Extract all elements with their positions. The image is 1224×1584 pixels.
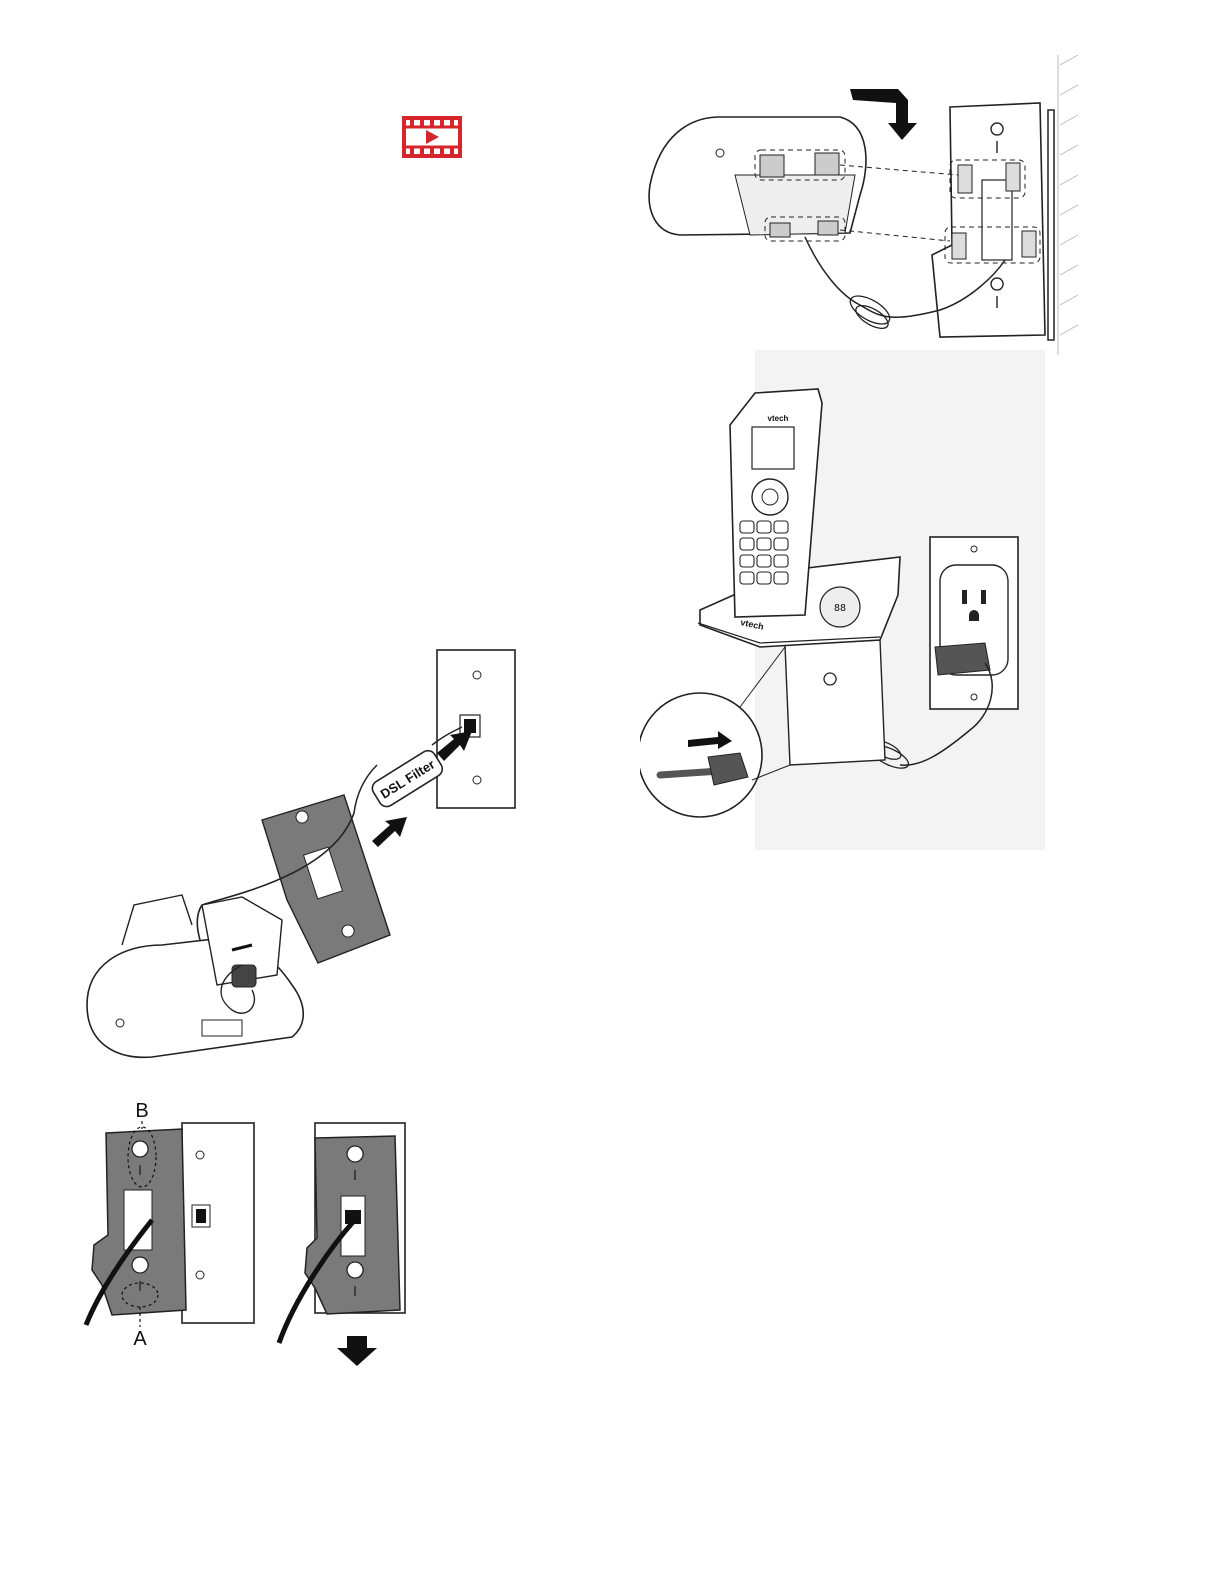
video-film-icon[interactable] xyxy=(402,116,462,158)
point-a-label: A xyxy=(133,1328,147,1350)
point-b-label: B xyxy=(135,1100,148,1122)
handset-brand-logo: vtech xyxy=(768,414,789,423)
handset-base-power-illustration: 88 vtech vtech xyxy=(640,385,1040,825)
dsl-filter-connection-illustration: DSL Filter xyxy=(82,645,522,1075)
bracket-alignment-illustration: B A xyxy=(82,1095,262,1355)
wall-mount-illustration xyxy=(640,55,1080,355)
bracket-slide-down-illustration xyxy=(275,1118,410,1368)
svg-text:88: 88 xyxy=(834,603,846,614)
